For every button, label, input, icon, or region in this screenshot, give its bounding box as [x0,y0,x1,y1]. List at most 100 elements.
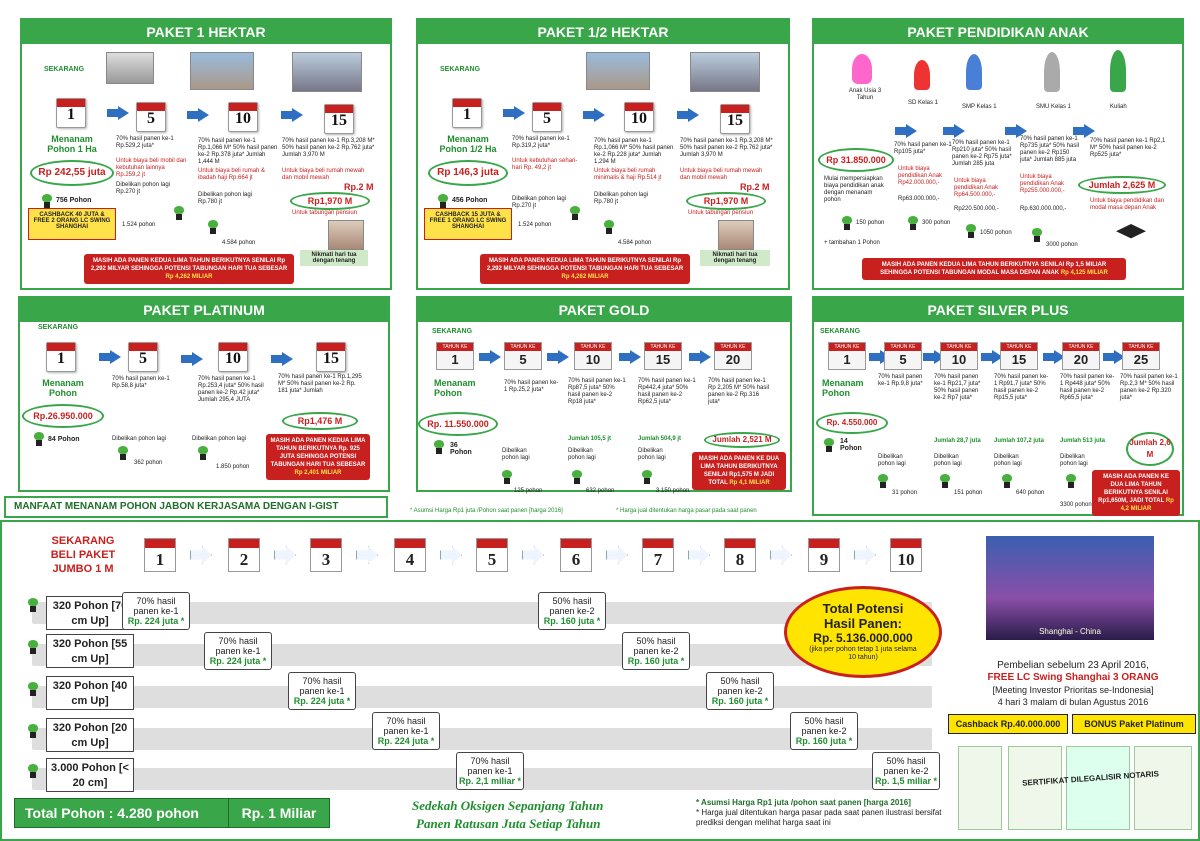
arrow-icon [190,546,212,564]
year15-note: Untuk biaya beli rumah mewah dan mobil m… [680,168,763,181]
calendar-year-6: 6 [560,538,592,572]
plant-label: Menanam Pohon 1 Ha [47,134,97,154]
shanghai-skyline-image: Shanghai - China [986,536,1154,640]
calendar-year-15: 15 [316,342,346,372]
package-price: Rp. 1 Miliar [228,798,330,828]
calendar-year-15: 15 [324,104,354,134]
now-label: SEKARANG [820,328,861,335]
y15-buy: Dibelikan pohon lagi [994,454,1022,467]
tree-icon [116,446,130,460]
elderly-couple-image [718,220,754,250]
panel-title: PAKET 1/2 HEKTAR [418,20,788,44]
y10-harvest: 70% hasil panen ke-1 Rp87,5 juta* 50% ha… [568,378,626,405]
calendar-year-4: 4 [394,538,426,572]
arrow-icon [981,350,1003,364]
year5-trees: 1.524 pohon [518,222,552,228]
stage4-buy: Rp.630.000.000,- [1020,206,1067,212]
plan-desc: Mulai mempersiapkan biaya pendidikan ana… [824,176,884,203]
stage2-trees: 300 pohon [922,220,951,226]
benefit-title: MANFAAT MENANAM POHON JABON KERJASAMA DE… [4,496,388,518]
arrow-icon [274,546,296,564]
arrow-icon [503,106,525,120]
plant-label: Menanam Pohon [822,378,864,398]
tree-icon [40,194,54,208]
year10-trees: 1.850 pohon [216,464,250,470]
calendar-year-1: 1 [56,98,86,128]
year10-trees: 4.584 pohon [618,240,652,246]
stage-2: SD Kelas 1 [908,100,939,106]
y10-total: Jumlah 105,5 jt [568,436,612,442]
stage2-harvest: 70% hasil panen ke-1 Rp105 juta* [894,142,952,155]
car-image [106,52,154,84]
year10-buy: Dibelikan pohon lagi [192,436,247,442]
cashback-badge: Cashback Rp.40.000.000 [948,714,1068,734]
tree-count: 756 Pohon [56,197,92,204]
panel-paket-pendidikan: PAKET PENDIDIKAN ANAK Anak Usia 3 Tahun … [812,18,1184,290]
year15-save: Untuk tabungan pensiun [292,210,358,216]
year15-save: Untuk tabungan pensiun [688,210,754,216]
tree-icon [432,440,446,454]
year5-buy: Dibelikan pohon lagi Rp.270 jt [512,196,567,209]
arrow-icon [583,108,605,122]
y10-total: Jumlah 28,7 juta [934,438,981,444]
total-trees: Total Pohon : 4.280 pohon [14,798,230,828]
arrow-icon [619,350,641,364]
arrow-icon [923,350,945,364]
y15-harvest: 70% hasil panen ke-1 Rp442,4 juta* 50% h… [638,378,696,405]
tree-icon [570,470,584,484]
tree-count: 36 Pohon [450,442,472,456]
panel-title: PAKET SILVER PLUS [814,298,1182,322]
y15-trees: 3.150 pohon [656,488,690,494]
stage5-harvest: 70% hasil panen ke-1 Rp2,1 M* 50% hasil … [1090,138,1166,158]
y15-buy: Dibelikan pohon lagi [638,448,666,461]
elderly-couple-image [328,220,364,250]
year5-harvest: 70% hasil panen ke-1 Rp.529,2 juta* [116,136,174,149]
mid-note-1: * Asumsi Harga Rp1 juta /Pohon saat pane… [410,508,563,514]
y10-harvest: 70% hasil panen ke-1 Rp21,7 juta* 50% ha… [934,374,981,401]
child-icon [1044,52,1060,92]
arrow-icon [854,546,876,564]
arrow-icon [440,546,462,564]
year10-trees: 4.584 pohon [222,240,256,246]
year15-big: Rp.2 M [344,182,374,192]
now-label: SEKARANG [432,328,473,335]
year10-harvest: 70% hasil panen ke-1 Rp.1,066 M* 50% has… [594,138,674,165]
price-oval: Rp.26.950.000 [22,404,104,428]
stage-1: Anak Usia 3 Tahun [848,88,882,101]
arrow-icon [688,546,710,564]
arrow-icon [181,352,203,366]
tree-icon [568,206,582,220]
harvest-row [32,602,932,624]
calendar-year-8: 8 [724,538,756,572]
row-label: 320 Pohon [55 cm Up] [46,634,134,668]
child-icon [966,54,982,90]
y20-buy: Dibelikan pohon lagi [1060,454,1088,467]
info-banner: MASIH ADA PANEN KE DUA LIMA TAHUN BERIKU… [692,452,786,490]
y5-buy: Dibelikan pohon lagi [878,454,906,467]
tree-icon [206,220,220,234]
arrow-icon [356,546,378,564]
row-label: 320 Pohon [20 cm Up] [46,718,134,752]
year15-oval: Rp1,476 M [282,412,358,430]
panel-title: PAKET PENDIDIKAN ANAK [814,20,1182,44]
stage4-note: Untuk biaya pendidikan Anak Rp255.000.00… [1020,174,1065,194]
y10-trees: 632 pohon [586,488,615,494]
stage-5: Kuliah [1110,104,1127,110]
year5-harvest: 70% hasil panen ke-1 Rp.58,8 juta* [112,376,170,389]
tree-icon [1000,474,1014,488]
year10-buy: Dibelikan pohon lagi Rp.780 jt [198,192,253,205]
arrow-icon [99,350,121,364]
price-oval: Rp. 11.550.000 [418,412,498,436]
promo-text: Pembelian sebelum 23 April 2016, FREE LC… [987,660,1159,707]
calendar-year-1: 1 [452,98,482,128]
mid-note-2: * Harga jual ditentukan harga pasar pada… [616,508,757,514]
graduation-cap-icon [1116,224,1146,239]
year5-buy: Dibelikan pohon lagi [112,436,167,442]
